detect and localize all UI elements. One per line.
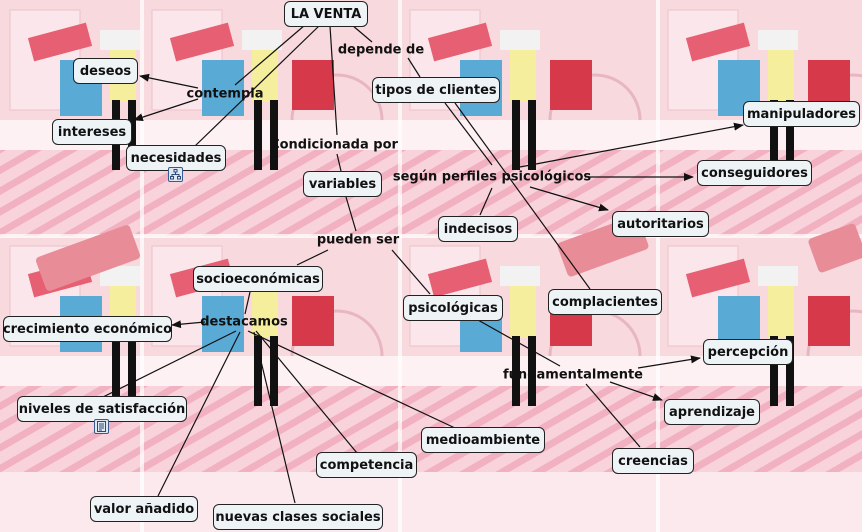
document-resource-icon[interactable] <box>94 419 109 434</box>
concept-nuevas-clases-sociales[interactable]: nuevas clases sociales <box>213 504 383 530</box>
link-depende-de[interactable]: depende de <box>337 42 425 58</box>
concept-variables[interactable]: variables <box>303 171 382 197</box>
concept-conseguidores[interactable]: conseguidores <box>697 160 812 186</box>
concept-tipos-de-clientes[interactable]: tipos de clientes <box>372 77 500 103</box>
concept-indecisos[interactable]: indecisos <box>438 216 518 242</box>
concept-manipuladores[interactable]: manipuladores <box>743 101 860 127</box>
concept-psicologicas[interactable]: psicológicas <box>403 295 503 321</box>
concept-autoritarios[interactable]: autoritarios <box>612 211 709 237</box>
concept-deseos[interactable]: deseos <box>73 58 138 84</box>
concept-socioeconomicas[interactable]: socioeconómicas <box>193 266 323 292</box>
link-destacamos[interactable]: destacamos <box>200 314 288 330</box>
concept-creencias[interactable]: creencias <box>612 448 694 474</box>
concept-map-resource-icon[interactable] <box>168 167 183 182</box>
concept-competencia[interactable]: competencia <box>316 452 417 478</box>
link-segun-perfiles-psicologicos[interactable]: según perfiles psicológicos <box>392 169 592 185</box>
concept-intereses[interactable]: intereses <box>52 119 132 145</box>
link-contempla[interactable]: contempla <box>186 86 264 102</box>
link-fundamentalmente[interactable]: fundamentalmente <box>503 367 643 383</box>
concept-complacientes[interactable]: complacientes <box>548 289 662 315</box>
concept-aprendizaje[interactable]: aprendizaje <box>664 399 760 425</box>
concept-valor-anadido[interactable]: valor añadido <box>90 496 198 522</box>
link-condicionada-por[interactable]: Condicionada por <box>270 137 398 153</box>
link-pueden-ser[interactable]: pueden ser <box>316 232 400 248</box>
concept-medioambiente[interactable]: medioambiente <box>421 427 545 453</box>
concept-percepcion[interactable]: percepción <box>703 339 793 365</box>
concept-necesidades[interactable]: necesidades <box>126 145 226 171</box>
concept-crecimiento-economico[interactable]: crecimiento económico <box>3 316 172 342</box>
concept-la-venta[interactable]: LA VENTA <box>284 1 368 27</box>
